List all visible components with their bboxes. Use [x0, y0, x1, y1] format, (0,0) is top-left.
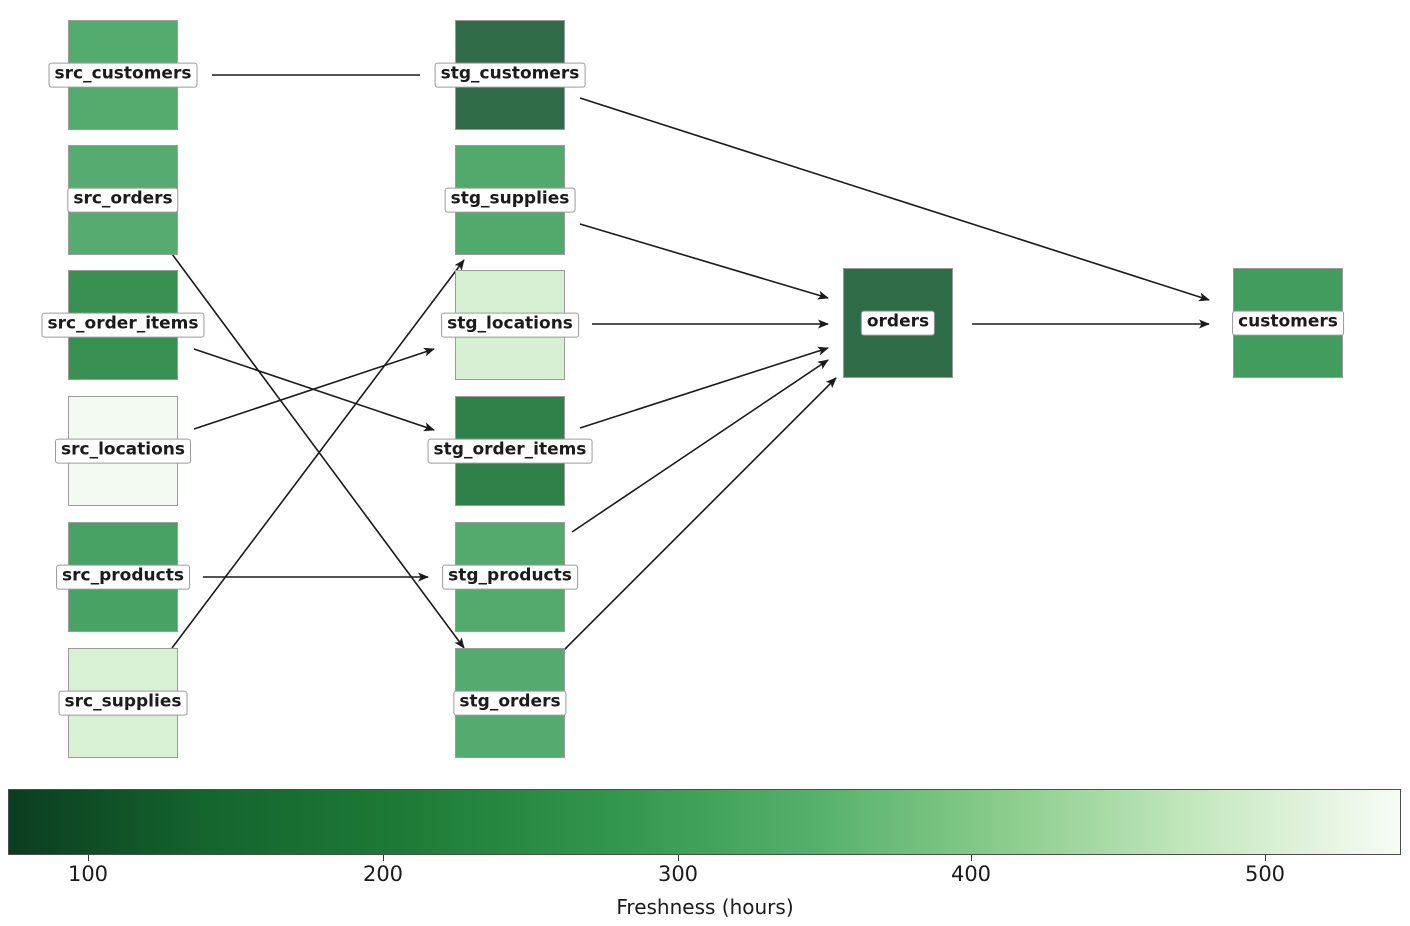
node-label-src_orders[interactable]: src_orders [67, 187, 179, 213]
edge-stg_supplies-orders [579, 223, 829, 300]
node-label-stg_order_items[interactable]: stg_order_items [427, 438, 593, 464]
node-label-src_locations[interactable]: src_locations [55, 438, 191, 464]
colorbar-tick-mark [88, 855, 89, 861]
colorbar-tick-label: 200 [362, 862, 404, 886]
colorbar-tick-mark [678, 855, 679, 861]
edge-stg_order_items-orders [579, 346, 829, 429]
colorbar-tick-label: 100 [67, 862, 109, 886]
node-label-src_order_items[interactable]: src_order_items [41, 312, 205, 338]
node-label-stg_customers[interactable]: stg_customers [434, 62, 586, 88]
node-label-stg_locations[interactable]: stg_locations [441, 312, 579, 338]
node-label-src_customers[interactable]: src_customers [48, 62, 198, 88]
colorbar-tick-mark [383, 855, 384, 861]
colorbar-tick-label: 300 [657, 862, 699, 886]
colorbar-tick-mark [971, 855, 972, 861]
colorbar-gradient [8, 789, 1401, 855]
colorbar-tick-mark [1265, 855, 1266, 861]
node-label-stg_orders[interactable]: stg_orders [453, 690, 567, 716]
node-label-stg_supplies[interactable]: stg_supplies [444, 187, 576, 213]
edge-src_supplies-stg_supplies [171, 259, 465, 649]
edge-stg_orders-orders [562, 377, 837, 652]
colorbar-tick-label: 400 [950, 862, 992, 886]
edge-src_orders-stg_orders [171, 253, 465, 649]
edge-layer [171, 74, 1210, 652]
edge-stg_products-orders [571, 359, 829, 533]
colorbar-title: Freshness (hours) [616, 895, 794, 919]
node-label-src_supplies[interactable]: src_supplies [58, 690, 188, 716]
node-label-stg_products[interactable]: stg_products [442, 564, 578, 590]
edge-src_locations-stg_locations [193, 347, 435, 430]
edge-stg_customers-customers [579, 97, 1210, 302]
colorbar-tick-label: 500 [1244, 862, 1286, 886]
node-label-orders[interactable]: orders [860, 310, 936, 336]
node-label-customers[interactable]: customers [1232, 310, 1344, 336]
colorbar [8, 789, 1401, 855]
node-label-src_products[interactable]: src_products [56, 564, 190, 590]
